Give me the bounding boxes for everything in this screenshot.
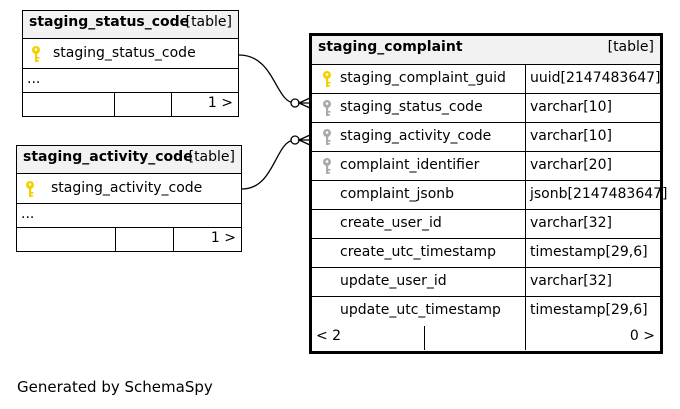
column-name: complaint_jsonb	[340, 186, 455, 202]
column-row[interactable]: staging_activity_code varchar[10]	[312, 123, 660, 152]
column-type: varchar[32]	[530, 273, 612, 289]
column-row[interactable]: create_user_id varchar[32]	[312, 210, 660, 239]
column-row[interactable]: update_user_id varchar[32]	[312, 268, 660, 297]
primary-key-icon	[322, 70, 332, 88]
column-name: update_utc_timestamp	[340, 302, 501, 318]
column-name: staging_status_code	[340, 99, 483, 115]
table-name: staging_activity_code	[23, 149, 193, 165]
column-type: varchar[10]	[530, 99, 612, 115]
table-header: staging_status_code [table]	[23, 11, 238, 39]
table-header: staging_activity_code [table]	[17, 146, 241, 174]
generated-by-footer: Generated by SchemaSpy	[17, 378, 213, 396]
column-row[interactable]: complaint_jsonb jsonb[2147483647]	[312, 181, 668, 210]
children-count[interactable]: 1 >	[207, 95, 233, 111]
table-type-label: [table]	[188, 149, 235, 165]
column-type: varchar[10]	[530, 128, 612, 144]
edge-activity-to-complaint	[241, 139, 296, 190]
edge-activity-optional-marker	[290, 135, 300, 145]
column-name: complaint_identifier	[340, 157, 480, 173]
table-staging-complaint[interactable]: staging_complaint [table] staging_compla…	[309, 33, 668, 354]
column-name: staging_status_code	[53, 45, 196, 61]
column-row[interactable]: complaint_identifier varchar[20]	[312, 152, 660, 181]
children-count[interactable]: 1 >	[210, 230, 236, 246]
relationships-row: 1 >	[17, 228, 241, 251]
column-type: varchar[32]	[530, 215, 612, 231]
column-type: jsonb[2147483647]	[530, 186, 668, 202]
column-name: create_user_id	[340, 215, 442, 231]
column-type: varchar[20]	[530, 157, 612, 173]
column-name: update_user_id	[340, 273, 447, 289]
relationships-row: 1 >	[23, 93, 238, 116]
column-type: timestamp[29,6]	[530, 244, 648, 260]
table-type-label: [table]	[185, 14, 232, 30]
column-name: staging_complaint_guid	[340, 70, 506, 86]
column-name: staging_activity_code	[340, 128, 492, 144]
relationships-row: < 2 0 >	[312, 326, 660, 350]
column-row[interactable]: update_utc_timestamp timestamp[29,6]	[312, 297, 660, 326]
edge-status-to-complaint	[238, 54, 296, 104]
column-row[interactable]: staging_status_code varchar[10]	[312, 94, 660, 123]
column-type: timestamp[29,6]	[530, 302, 648, 318]
edge-status-optional-marker	[290, 98, 300, 108]
children-count[interactable]: 0 >	[629, 328, 655, 344]
table-staging-status-code[interactable]: staging_status_code [table] staging_stat…	[22, 10, 239, 117]
table-staging-activity-code[interactable]: staging_activity_code [table] staging_ac…	[16, 145, 242, 252]
column-row[interactable]: staging_activity_code	[17, 174, 241, 204]
column-row[interactable]: staging_status_code	[23, 39, 238, 69]
parents-count[interactable]: < 2	[316, 328, 342, 344]
column-row[interactable]: create_utc_timestamp timestamp[29,6]	[312, 239, 660, 268]
table-header: staging_complaint [table]	[312, 36, 660, 65]
foreign-key-icon	[322, 99, 332, 117]
ellipsis: ...	[21, 206, 35, 222]
primary-key-icon	[25, 180, 35, 198]
ellipsis: ...	[27, 71, 41, 87]
column-row[interactable]: staging_complaint_guid uuid[2147483647]	[312, 65, 661, 94]
column-name: staging_activity_code	[51, 180, 203, 196]
table-name: staging_status_code	[29, 14, 190, 30]
foreign-key-icon	[322, 128, 332, 146]
column-type: uuid[2147483647]	[530, 70, 661, 86]
column-name: create_utc_timestamp	[340, 244, 497, 260]
table-name: staging_complaint	[318, 39, 463, 55]
primary-key-icon	[31, 45, 41, 63]
more-columns-row: ...	[17, 204, 241, 228]
foreign-key-icon	[322, 157, 332, 175]
table-type-label: [table]	[607, 39, 654, 55]
more-columns-row: ...	[23, 69, 238, 93]
